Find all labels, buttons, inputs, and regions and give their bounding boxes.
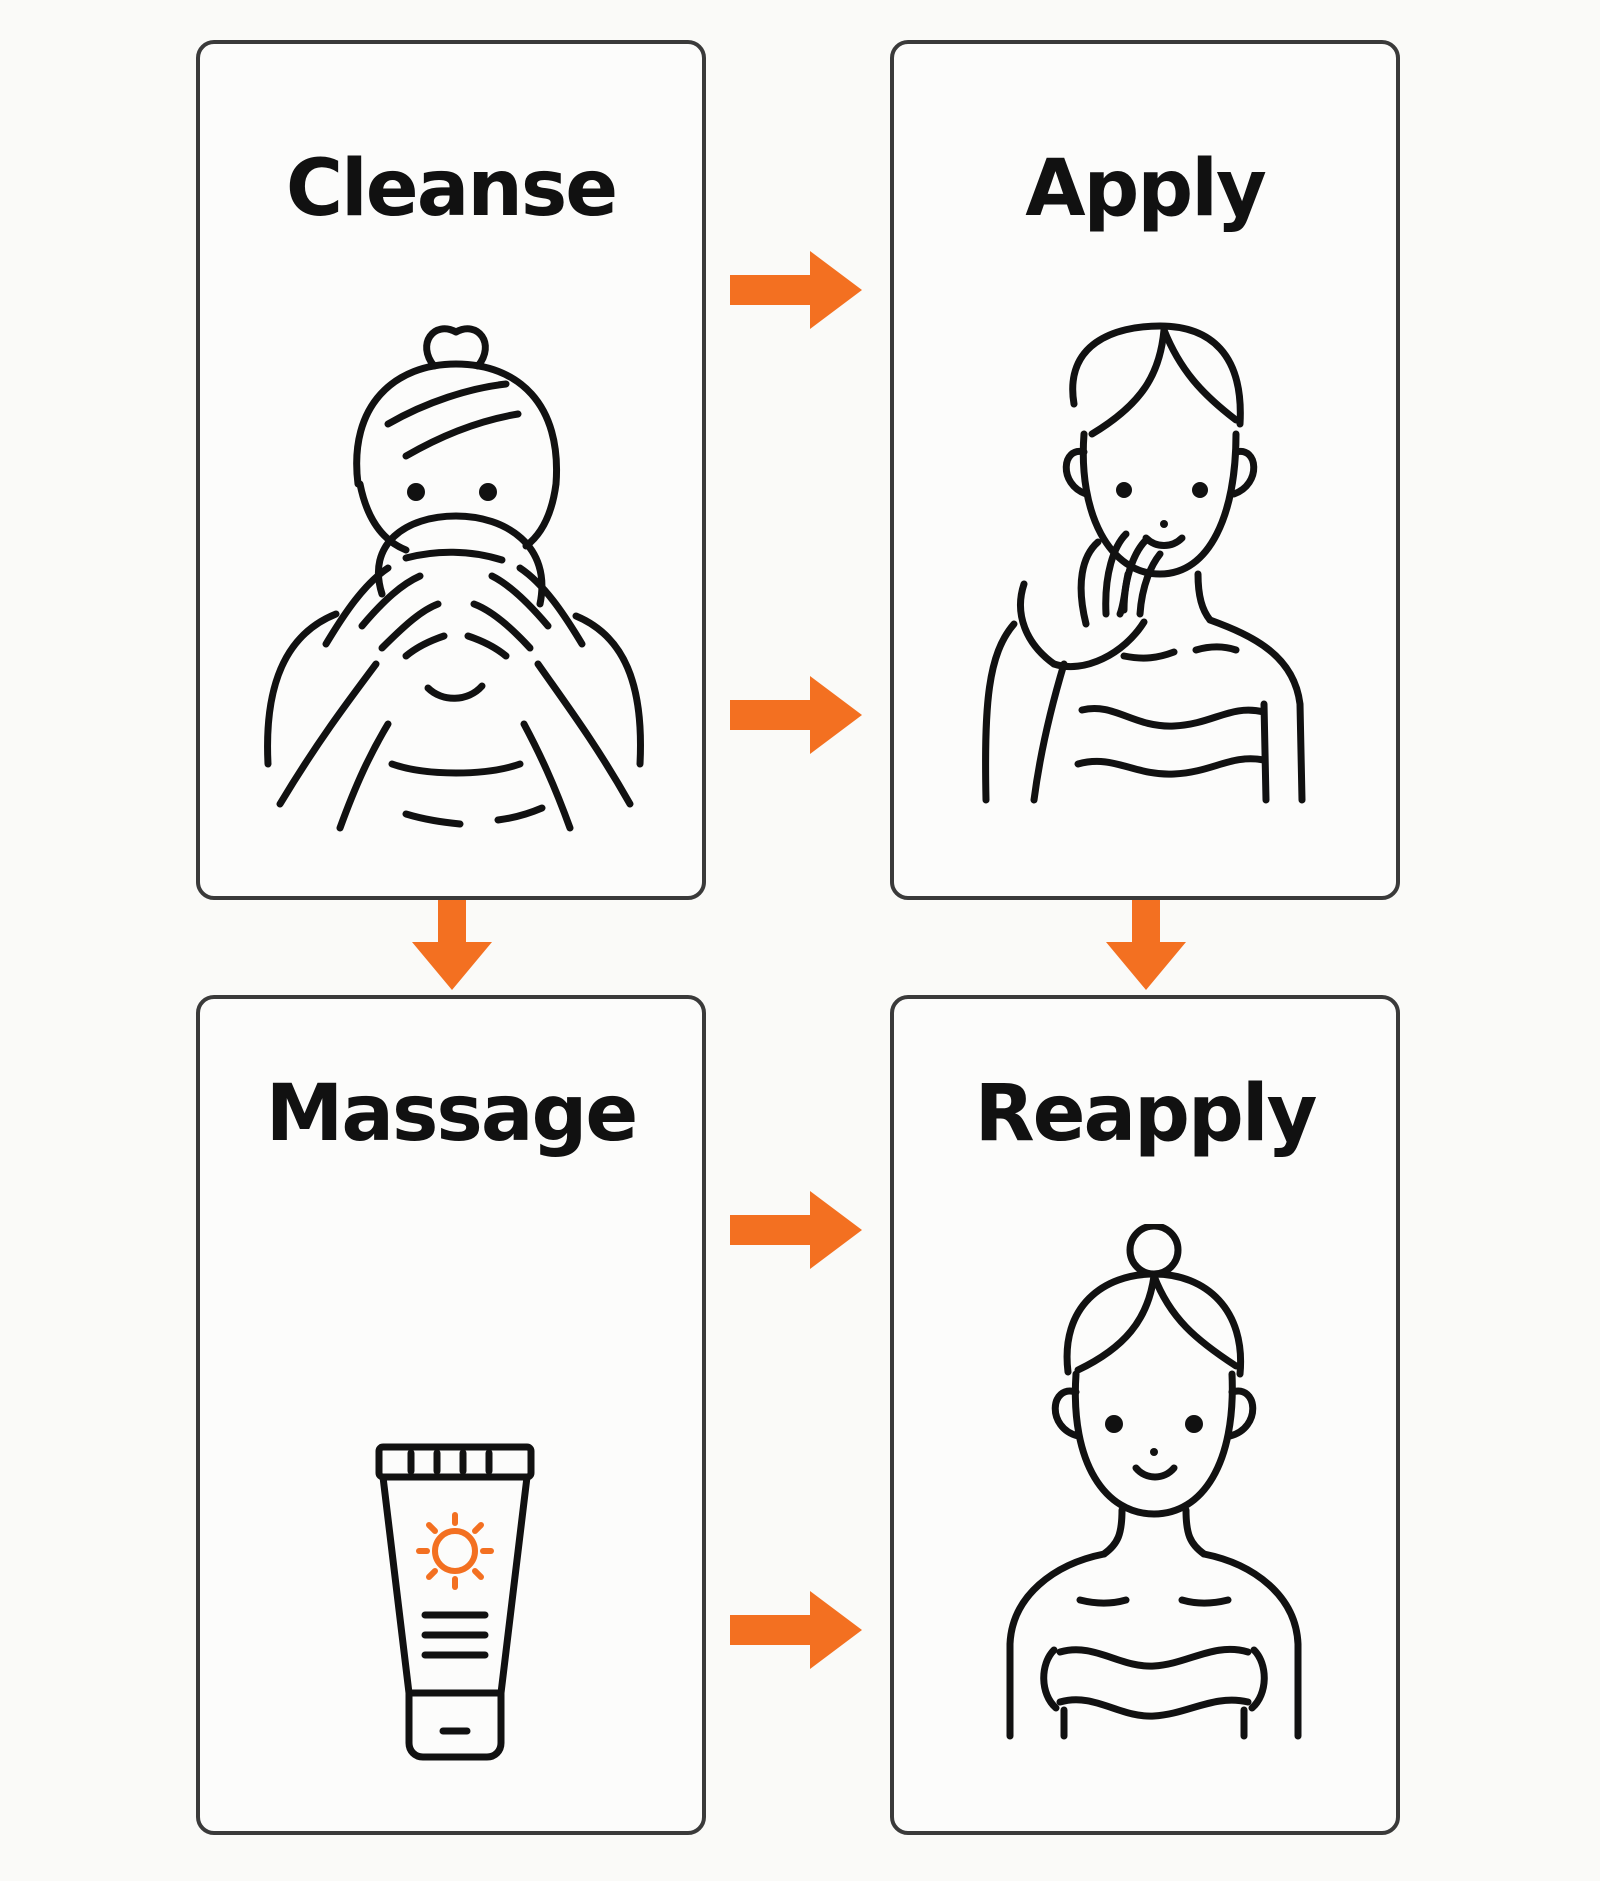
person-applying-product-icon xyxy=(974,284,1334,824)
sunscreen-tube-icon xyxy=(365,1439,545,1769)
step-title-apply: Apply xyxy=(1025,144,1267,234)
arrow-right-icon xyxy=(730,1585,866,1675)
step-card-massage: Massage xyxy=(196,995,706,1835)
smiling-person-icon xyxy=(974,1224,1334,1744)
person-cleansing-face-icon xyxy=(256,284,656,844)
arrow-right-icon xyxy=(730,1185,866,1275)
arrow-right-icon xyxy=(730,670,866,760)
step-card-apply: Apply xyxy=(890,40,1400,900)
step-title-reapply: Reapply xyxy=(974,1069,1318,1159)
step-title-massage: Massage xyxy=(265,1069,638,1159)
step-card-reapply: Reapply xyxy=(890,995,1400,1835)
step-title-cleanse: Cleanse xyxy=(285,144,618,234)
arrow-down-icon xyxy=(410,900,494,992)
arrow-down-icon xyxy=(1104,900,1188,992)
step-card-cleanse: Cleanse xyxy=(196,40,706,900)
arrow-right-icon xyxy=(730,245,866,335)
